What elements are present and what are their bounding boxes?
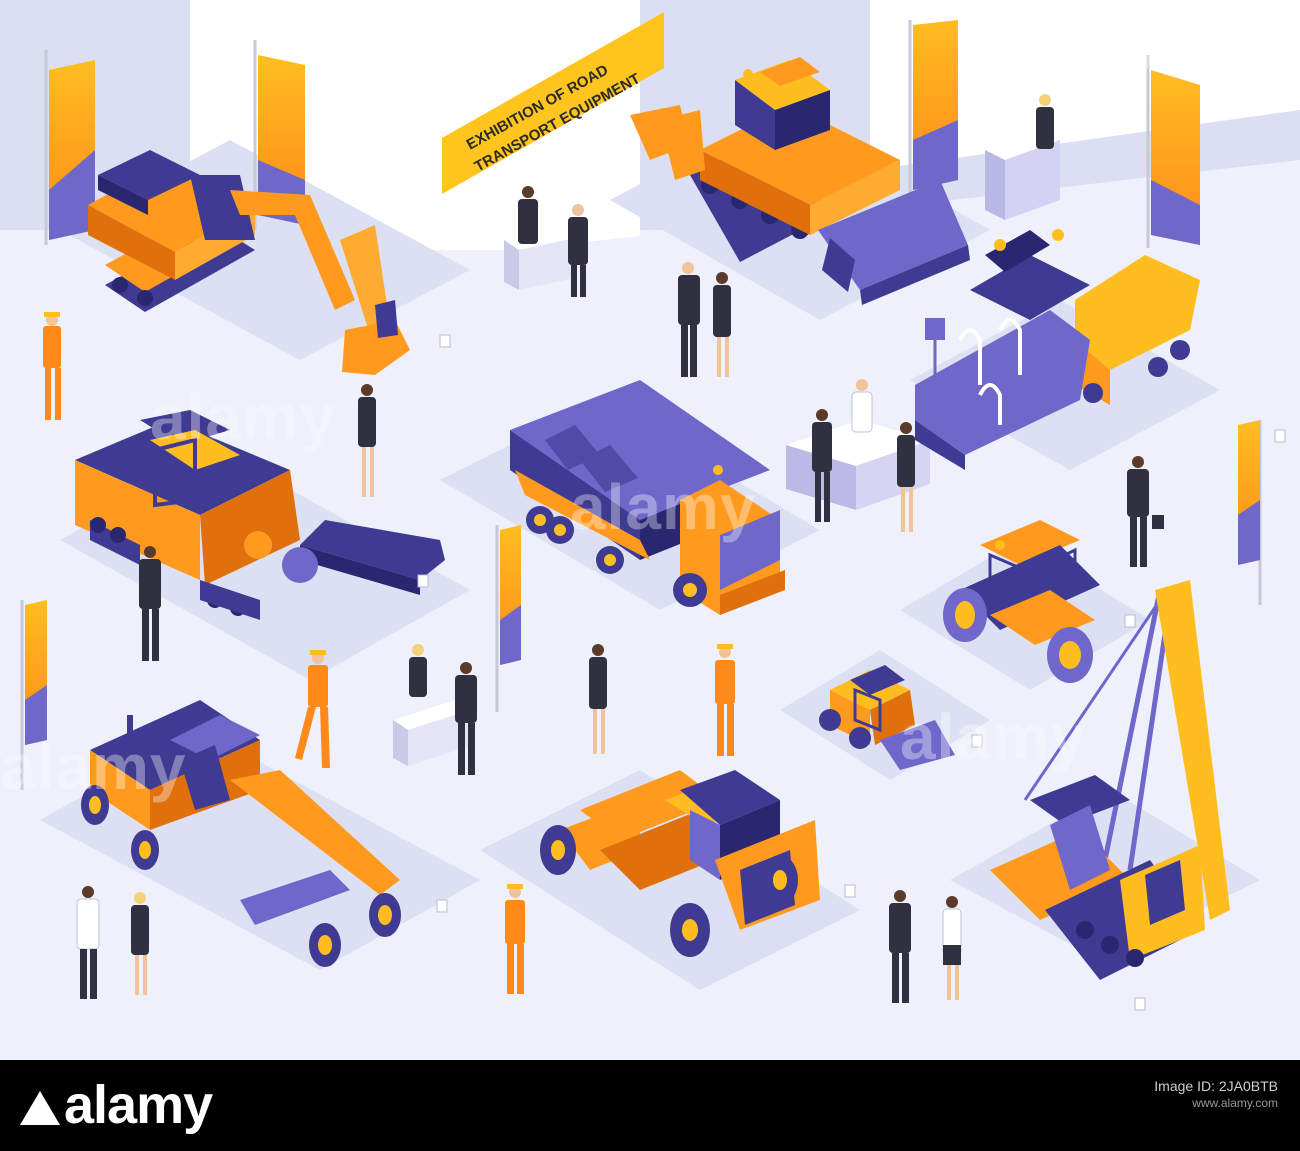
businessman <box>139 546 161 661</box>
wall-panel <box>870 0 1300 170</box>
businessman <box>812 409 832 522</box>
worker <box>295 650 330 768</box>
businesswoman <box>713 272 731 377</box>
businessman <box>678 262 700 377</box>
scraper <box>540 770 820 957</box>
worker <box>43 312 61 420</box>
pipelayer <box>990 580 1230 980</box>
businessman <box>889 890 911 1003</box>
flag <box>20 600 47 790</box>
bulldozer <box>630 57 970 305</box>
image-id-label: Image ID: 2JA0BTB <box>1154 1078 1278 1094</box>
businesswoman <box>589 644 607 754</box>
businessman <box>1127 456 1164 567</box>
flags <box>20 20 1262 790</box>
flag <box>495 525 521 712</box>
footer-meta: Image ID: 2JA0BTB www.alamy.com <box>1154 1078 1278 1110</box>
businesswoman <box>358 384 376 497</box>
excavator <box>88 150 410 375</box>
flag <box>44 50 95 245</box>
businessman <box>568 204 588 297</box>
info-sign-stands <box>417 334 1286 1011</box>
businessman <box>455 662 477 775</box>
footer-logo-text: alamy <box>64 1075 213 1135</box>
worker <box>505 884 525 994</box>
flag <box>1238 420 1262 605</box>
road-roller <box>943 520 1100 683</box>
reception-desk <box>504 228 575 290</box>
motor-grader <box>81 700 401 967</box>
cold-milling-machine <box>75 410 445 620</box>
stock-footer: alamy Image ID: 2JA0BTB www.alamy.com <box>0 1060 1300 1151</box>
flag <box>908 20 958 205</box>
businessman <box>518 186 538 244</box>
businesswoman <box>897 422 915 532</box>
reception-desk <box>393 700 470 766</box>
worker <box>715 644 735 756</box>
footer-url: www.alamy.com <box>1192 1096 1278 1110</box>
asphalt-paver <box>915 229 1200 470</box>
businesswoman <box>409 644 427 697</box>
exhibition-hall-illustration: EXHIBITION OF ROAD TRANSPORT EQUIPMENT <box>0 0 1300 1060</box>
flag <box>1146 55 1200 248</box>
businessman <box>851 379 873 433</box>
businesswoman <box>942 896 962 1000</box>
visitors <box>43 94 1164 1003</box>
alamy-wing-icon <box>20 1091 60 1125</box>
dump-truck <box>510 380 785 615</box>
businessman <box>76 886 100 999</box>
skid-steer-loader <box>819 665 955 770</box>
businesswoman <box>131 892 149 995</box>
exhibition-scene: EXHIBITION OF ROAD TRANSPORT EQUIPMENT <box>0 0 1300 1011</box>
alamy-logo: alamy <box>20 1074 213 1136</box>
businesswoman <box>1036 94 1054 149</box>
